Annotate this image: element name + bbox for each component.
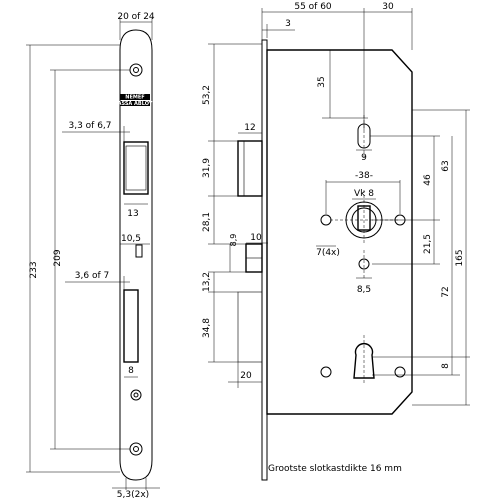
dim-10: 10	[250, 233, 262, 243]
dim-screw-hole: 5,3(2x)	[117, 490, 149, 500]
dim-bolt-width: 8	[128, 366, 134, 376]
latch-opening	[123, 141, 149, 195]
bolt-box	[237, 291, 263, 363]
dim-bolt-offset: 3,6 of 7	[75, 271, 109, 281]
dim-8-9: 8,9	[229, 234, 238, 247]
dim-8-5: 8,5	[357, 285, 371, 295]
dim-38: -38-	[355, 171, 373, 181]
latch-tongue	[237, 140, 263, 197]
dim-total-height: 233	[29, 261, 39, 278]
dim-vk8: Vk 8	[354, 189, 374, 199]
dim-28-1: 28,1	[202, 212, 212, 232]
dim-9: 9	[361, 153, 367, 163]
cylinder-right-hole	[394, 366, 406, 378]
dim-12: 12	[244, 123, 255, 133]
dim-30: 30	[382, 2, 394, 12]
cylinder-left-hole	[320, 366, 332, 378]
brand-text: NEMEF	[125, 95, 144, 101]
bolt-opening	[123, 289, 139, 363]
dim-width: 20 of 24	[117, 12, 155, 22]
dim-backset: 55 of 60	[294, 2, 332, 12]
dim-latch-offset: 3,3 of 6,7	[68, 121, 111, 131]
brand-subtext: ASSA ABLOY	[118, 101, 153, 107]
lock-case	[266, 49, 413, 415]
dim-72: 72	[441, 286, 451, 297]
small-screw	[130, 389, 142, 401]
front-view: NEMEF ASSA ABLOY 233 209 20 of 24 3,3 of…	[26, 12, 160, 500]
faceplate-outline	[119, 29, 153, 481]
dim-31-9: 31,9	[202, 158, 212, 178]
mount-hole-left	[320, 214, 332, 226]
mount-hole-bottom	[358, 258, 370, 270]
dim-deadbolt-small: 10,5	[121, 234, 141, 244]
dim-21-5: 21,5	[423, 234, 433, 254]
cylinder-keyhole	[353, 342, 375, 379]
side-view: 55 of 60 30 3 35 53,2 12 31,9 28,1 8,9 1…	[202, 2, 470, 481]
forend-strip	[261, 39, 268, 481]
dim-34-8: 34,8	[202, 318, 212, 338]
dim-35: 35	[317, 76, 327, 87]
top-screw-hole	[129, 63, 143, 77]
brand-logo	[120, 94, 150, 100]
dim-latch-width: 13	[127, 209, 138, 219]
dim-13-2: 13,2	[202, 272, 212, 292]
dim-7-4x: 7(4x)	[316, 248, 340, 258]
thickness-note: Grootste slotkastdikte 16 mm	[268, 464, 402, 474]
small-opening	[135, 244, 143, 258]
dim-8: 8	[441, 363, 451, 369]
top-follower-hole	[357, 123, 371, 149]
dim-63: 63	[441, 160, 451, 171]
dim-53-2: 53,2	[202, 85, 212, 105]
dim-3: 3	[285, 19, 291, 29]
bottom-screw-hole	[129, 442, 143, 456]
dim-165: 165	[455, 249, 465, 266]
dim-20: 20	[240, 371, 252, 381]
dim-screw-pitch: 209	[53, 249, 63, 266]
dim-46: 46	[423, 174, 433, 186]
